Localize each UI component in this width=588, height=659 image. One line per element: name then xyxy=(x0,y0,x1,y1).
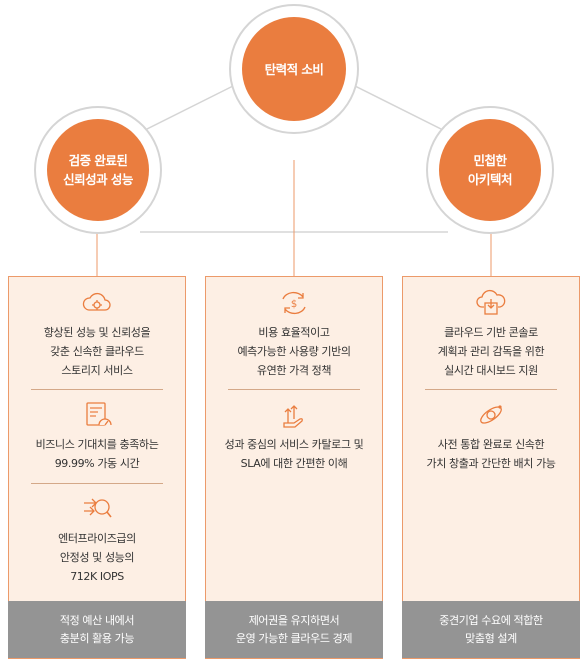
connector-top-right xyxy=(342,79,444,131)
circle-agile-architecture-core: 민첩한 아키텍처 xyxy=(439,119,541,221)
circle-proven-reliability-core: 검증 완료된 신뢰성과 성능 xyxy=(47,119,149,221)
column-elastic: $ 비용 효율적이고 예측가능한 사용량 기반의 유연한 가격 정책 성과 중심… xyxy=(205,276,383,659)
circle-proven-reliability: 검증 완료된 신뢰성과 성능 xyxy=(34,106,162,234)
column-agile: 클라우드 기반 콘솔로 계획과 관리 감독을 위한 실시간 대시보드 지원 사전… xyxy=(402,276,580,659)
column-1-item-2: 비즈니스 기대치를 충족하는 99.99% 가동 시간 xyxy=(9,401,185,473)
circle-right-label-2: 아키텍처 xyxy=(467,172,513,187)
column-3-item-2: 사전 통합 완료로 신속한 가치 창출과 간단한 배치 가능 xyxy=(403,401,579,473)
column-1-footer: 적정 예산 내에서 충분히 활용 가능 xyxy=(8,601,186,658)
circle-left-label-2: 신뢰성과 성능 xyxy=(63,172,133,187)
cloud-download-icon xyxy=(476,289,506,315)
circle-elastic-consumption-core: 탄력적 소비 xyxy=(242,17,346,121)
cycle-dollar-icon: $ xyxy=(282,291,306,315)
column-1-divider-1 xyxy=(31,389,163,390)
column-1-item-2-text: 비즈니스 기대치를 충족하는 99.99% 가동 시간 xyxy=(35,438,159,470)
column-3-item-1-text: 클라우드 기반 콘솔로 계획과 관리 감독을 위한 실시간 대시보드 지원 xyxy=(437,326,545,377)
column-reliability: 향상된 성능 및 신뢰성을 갖춘 신속한 클라우드 스토리지 서비스 비즈니스 … xyxy=(8,276,186,659)
column-3-item-1: 클라우드 기반 콘솔로 계획과 관리 감독을 위한 실시간 대시보드 지원 xyxy=(403,289,579,380)
svg-text:$: $ xyxy=(291,299,297,310)
circle-top-label: 탄력적 소비 xyxy=(264,61,324,77)
column-1-item-1-text: 향상된 성능 및 신뢰성을 갖춘 신속한 클라우드 스토리지 서비스 xyxy=(43,326,151,377)
cloud-gear-icon xyxy=(82,292,111,311)
connector-top-left xyxy=(144,79,246,131)
circle-elastic-consumption: 탄력적 소비 xyxy=(229,4,359,134)
circle-left-label-1: 검증 완료된 xyxy=(68,153,128,168)
circle-right-label-1: 민첩한 xyxy=(473,153,507,168)
column-3-divider-1 xyxy=(425,389,557,390)
satellite-icon xyxy=(480,405,502,424)
column-1-item-3: 엔터프라이즈급의 안정성 및 성능의 712K IOPS xyxy=(9,495,185,586)
column-1-divider-2 xyxy=(31,483,163,484)
column-3-footer: 중견기업 수요에 적합한 맞춤형 설계 xyxy=(402,601,580,658)
column-1-item-3-text: 엔터프라이즈급의 안정성 및 성능의 712K IOPS xyxy=(58,532,136,583)
column-2-item-2: 성과 중심의 서비스 카탈로그 및 SLA에 대한 간편한 이해 xyxy=(206,401,382,473)
column-2-item-1-text: 비용 효율적이고 예측가능한 사용량 기반의 유연한 가격 정책 xyxy=(237,326,351,377)
column-2-item-1: $ 비용 효율적이고 예측가능한 사용량 기반의 유연한 가격 정책 xyxy=(206,289,382,380)
hand-arrows-icon xyxy=(283,405,303,428)
circle-agile-architecture: 민첩한 아키텍처 xyxy=(426,106,554,234)
column-2-item-2-text: 성과 중심의 서비스 카탈로그 및 SLA에 대한 간편한 이해 xyxy=(224,438,364,470)
column-3-item-2-text: 사전 통합 완료로 신속한 가치 창출과 간단한 배치 가능 xyxy=(426,438,556,470)
column-2-divider-1 xyxy=(228,389,360,390)
column-1-item-1: 향상된 성능 및 신뢰성을 갖춘 신속한 클라우드 스토리지 서비스 xyxy=(9,289,185,380)
arrows-magnifier-icon xyxy=(84,498,112,518)
column-2-footer: 제어권을 유지하면서 운영 가능한 클라우드 경제 xyxy=(205,601,383,658)
document-gauge-icon xyxy=(86,402,112,426)
